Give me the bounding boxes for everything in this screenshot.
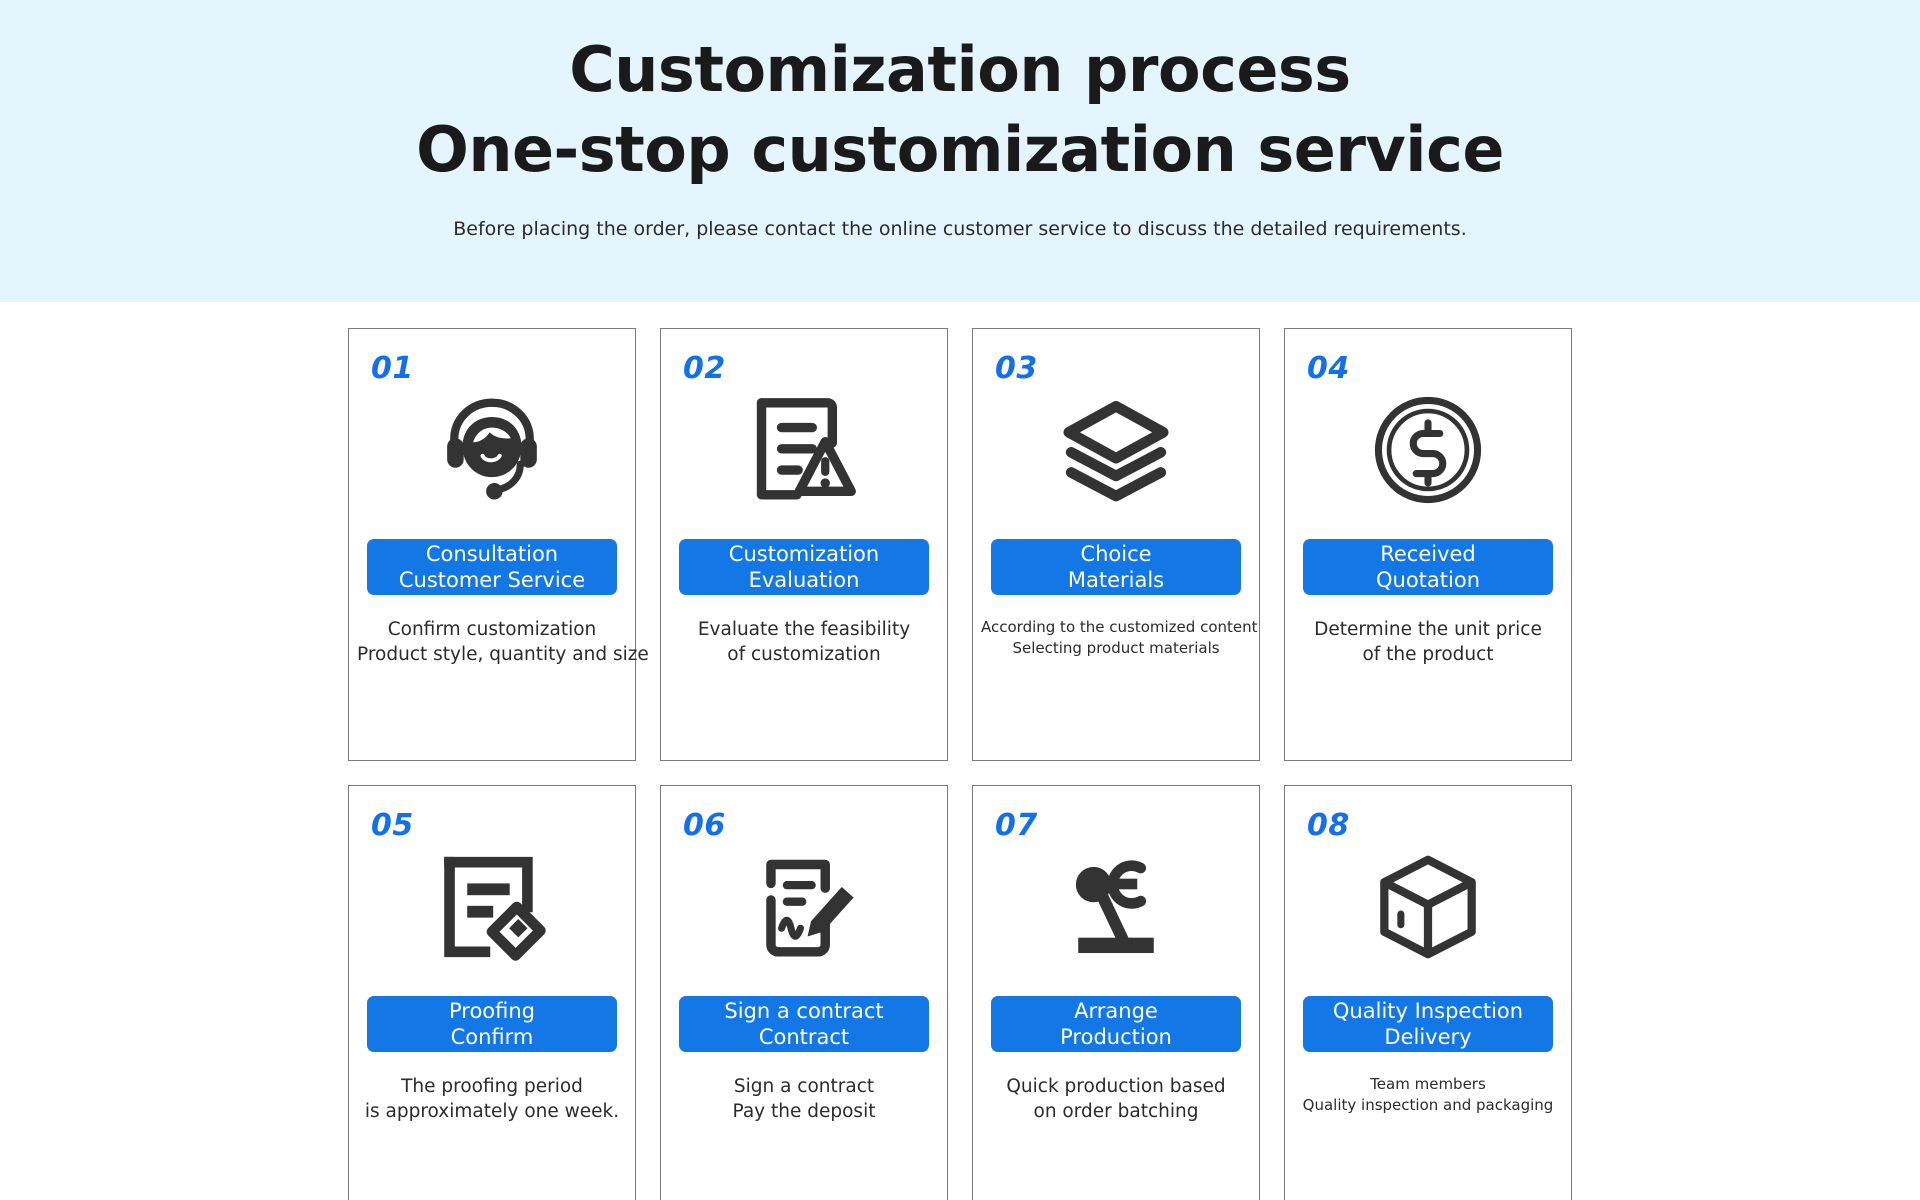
page-title-line-2: One-stop customization service <box>416 113 1504 186</box>
step-description-line-1: Confirm customization <box>387 619 597 640</box>
step-description: Determine the unit price of the product <box>1293 617 1563 667</box>
step-description: Evaluate the feasibility of customization <box>669 617 939 667</box>
step-label-line-1: Choice <box>1080 542 1152 566</box>
step-number: 02 <box>683 351 726 386</box>
step-label-line-1: Arrange <box>1074 999 1158 1023</box>
step-description-line-2: of customization <box>727 644 881 665</box>
step-label-line-2: Materials <box>1067 568 1165 592</box>
step-number: 01 <box>371 351 414 386</box>
step-label-line-2: Contract <box>758 1025 850 1049</box>
robotic-arm-icon <box>1057 848 1175 966</box>
step-number: 03 <box>995 351 1038 386</box>
step-number: 08 <box>1307 808 1350 843</box>
step-description-line-2: on order batching <box>1033 1101 1199 1122</box>
step-description-line-2: Quality inspection and packaging <box>1302 1096 1554 1114</box>
document-warning-icon <box>745 391 863 509</box>
page-banner: Customization process One-stop customiza… <box>0 0 1920 302</box>
step-description-line-2: Pay the deposit <box>732 1101 876 1122</box>
step-label-line-1: Proofing <box>448 999 536 1023</box>
step-number: 06 <box>683 808 726 843</box>
step-description-line-1: The proofing period <box>401 1076 583 1097</box>
step-description-line-1: Sign a contract <box>733 1076 875 1097</box>
step-description: The proofing period is approximately one … <box>357 1074 627 1124</box>
step-description-line-2: Product style, quantity and size <box>357 644 649 665</box>
document-tag-icon <box>433 848 551 966</box>
step-description: Quick production based on order batching <box>981 1074 1251 1124</box>
package-box-icon <box>1369 848 1487 966</box>
step-label-line-2: Quotation <box>1375 568 1480 592</box>
step-description-line-2: Selecting product materials <box>1012 639 1220 657</box>
step-number: 05 <box>371 808 414 843</box>
step-label-line-2: Evaluation <box>748 568 860 592</box>
step-description-line-2: of the product <box>1362 644 1494 665</box>
step-description-line-1: According to the customized content <box>981 618 1258 636</box>
headset-support-agent-icon <box>433 391 551 509</box>
step-label-line-2: Delivery <box>1384 1025 1472 1049</box>
step-label-line-2: Production <box>1060 1025 1172 1049</box>
layers-stack-icon <box>1057 391 1175 509</box>
step-description-line-1: Evaluate the feasibility <box>697 619 911 640</box>
step-number: 04 <box>1307 351 1350 386</box>
contract-signature-pen-icon <box>745 848 863 966</box>
step-description-line-1: Determine the unit price <box>1314 619 1542 640</box>
step-label-line-1: Sign a contract <box>724 999 884 1023</box>
step-label-line-2: Confirm <box>450 1025 534 1049</box>
step-label-line-1: Quality Inspection <box>1332 999 1524 1023</box>
step-label-line-1: Consultation <box>425 542 559 566</box>
step-label-line-2: Customer Service <box>398 568 586 592</box>
step-description-line-1: Team members <box>1370 1075 1486 1093</box>
page-subtitle: Before placing the order, please contact… <box>453 218 1467 240</box>
page-title: Customization process One-stop customiza… <box>416 30 1504 190</box>
step-description-line-1: Quick production based <box>1006 1076 1226 1097</box>
step-description-line-2: is approximately one week. <box>364 1101 620 1122</box>
step-label-line-1: Received <box>1380 542 1476 566</box>
page-title-line-1: Customization process <box>569 33 1351 106</box>
step-label-line-1: Customization <box>728 542 880 566</box>
dollar-coin-icon <box>1369 391 1487 509</box>
step-number: 07 <box>995 808 1038 843</box>
